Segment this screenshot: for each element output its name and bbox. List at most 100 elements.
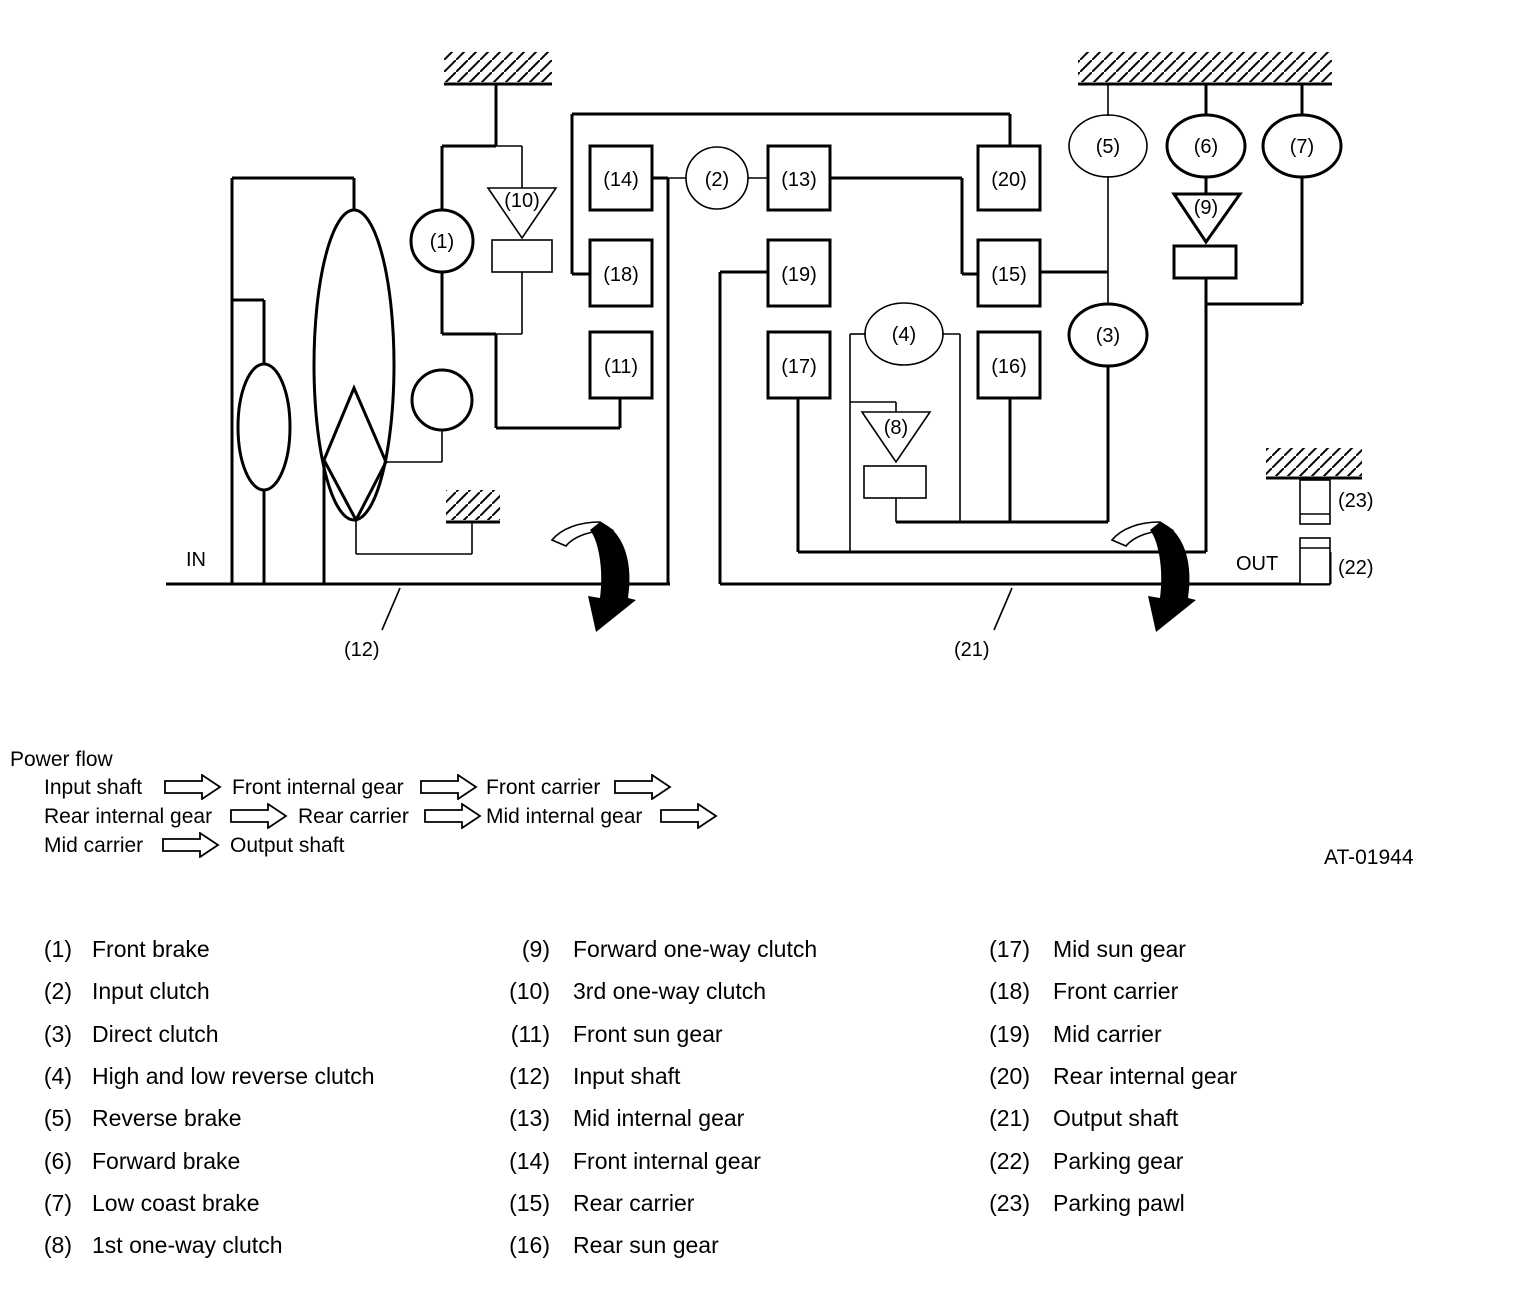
- torque-converter: [312, 208, 396, 522]
- legend-number: (21): [989, 1105, 1030, 1132]
- flow-arrow-icon: [230, 803, 288, 829]
- legend-number: (12): [509, 1062, 550, 1089]
- legend-name: 3rd one-way clutch: [573, 978, 767, 1005]
- flow-arrow-icon: [420, 774, 478, 800]
- label-17: (17): [781, 356, 817, 378]
- legend-number: (11): [510, 1020, 550, 1047]
- label-2: (2): [705, 169, 729, 191]
- legend-name: Direct clutch: [92, 1020, 219, 1047]
- flow-arrow-icon: [424, 803, 482, 829]
- in-label: IN: [186, 549, 206, 571]
- forward-one-way-clutch-block: [1172, 244, 1238, 280]
- label-11: (11): [604, 356, 638, 378]
- legend-number: (4): [43, 1062, 72, 1089]
- legend-number: (13): [509, 1105, 550, 1132]
- flow-step: Rear carrier: [298, 805, 409, 828]
- legend-number: (17): [989, 936, 1030, 962]
- legend-number: (9): [521, 936, 550, 962]
- label-14: (14): [603, 169, 639, 191]
- first-one-way-clutch-triangle: [860, 411, 932, 464]
- label-9: (9): [1194, 197, 1218, 219]
- parking-pawl: [1299, 479, 1331, 525]
- label-15: (15): [991, 264, 1027, 286]
- transmission-schematic: (1) (10) (14) (18) (11) (2) (13) (19) (1…: [166, 52, 1374, 661]
- flow-arrow-icon: [162, 832, 220, 858]
- legend-name: Rear carrier: [573, 1189, 695, 1216]
- rotation-arrow-input: [550, 521, 636, 632]
- label-21: (21): [954, 639, 990, 661]
- out-label: OUT: [1236, 553, 1278, 575]
- legend-number: (22): [989, 1147, 1030, 1174]
- parking-gear: [1299, 537, 1331, 585]
- mid-internal-gear: [766, 144, 832, 212]
- label-10: (10): [504, 190, 540, 212]
- label-22: (22): [1338, 557, 1374, 579]
- legend-number: (1): [43, 936, 72, 962]
- front-brake: [409, 208, 475, 274]
- front-internal-gear: [588, 144, 654, 212]
- first-one-way-clutch-block: [863, 465, 927, 499]
- legend-number: (2): [43, 978, 72, 1005]
- label-7: (7): [1290, 136, 1314, 158]
- label-12: (12): [344, 639, 380, 661]
- label-4: (4): [892, 324, 916, 346]
- flow-step: Front internal gear: [232, 776, 404, 799]
- ground-top-left: [444, 52, 552, 86]
- legend-name: Front carrier: [1053, 978, 1179, 1005]
- input-clutch: [685, 146, 749, 210]
- flow-step: Input shaft: [44, 776, 143, 799]
- mid-carrier: [766, 238, 832, 308]
- rear-carrier: [976, 238, 1042, 308]
- high-low-reverse-clutch: [864, 302, 944, 366]
- legend-name: Reverse brake: [92, 1105, 242, 1132]
- low-coast-brake: [1261, 113, 1343, 179]
- legend-number: (10): [509, 978, 550, 1005]
- front-gearset-links: [570, 112, 1012, 584]
- third-one-way-clutch-block: [491, 239, 553, 273]
- power-flow-title: Power flow: [10, 748, 113, 771]
- rotation-arrow-output: [1110, 521, 1196, 632]
- legend-number: (7): [43, 1189, 72, 1216]
- flow-step: Output shaft: [230, 834, 345, 857]
- torque-converter-stator: [322, 384, 388, 524]
- legend-name: Front brake: [92, 936, 210, 962]
- legend-name: Rear internal gear: [1053, 1062, 1238, 1089]
- reverse-brake: [1068, 114, 1148, 178]
- label-16: (16): [991, 356, 1027, 378]
- legend-number: (5): [43, 1105, 72, 1132]
- legend-name: Output shaft: [1053, 1105, 1179, 1132]
- legend-name: Mid sun gear: [1053, 936, 1186, 962]
- flow-step: Front carrier: [486, 776, 601, 799]
- front-sun-gear: [588, 330, 654, 400]
- label-18: (18): [603, 264, 639, 286]
- direct-clutch: [1067, 302, 1149, 368]
- label-19: (19): [781, 264, 817, 286]
- forward-one-way-clutch-triangle: [1171, 192, 1243, 245]
- flow-arrow-icon: [660, 803, 718, 829]
- mid-sun-gear: [766, 330, 832, 400]
- legend-name: Input shaft: [573, 1062, 681, 1089]
- legend-name: Forward one-way clutch: [573, 936, 818, 962]
- flow-step: Mid carrier: [44, 834, 144, 857]
- legend-name: Low coast brake: [92, 1189, 260, 1216]
- label-8: (8): [884, 417, 908, 439]
- legend-number: (8): [43, 1232, 72, 1259]
- legend-number: (23): [989, 1189, 1030, 1216]
- label-23: (23): [1338, 490, 1374, 512]
- forward-brake: [1165, 113, 1247, 179]
- legend-name: Input clutch: [92, 978, 210, 1005]
- legend-name: Front internal gear: [573, 1147, 761, 1174]
- label-13: (13): [781, 169, 817, 191]
- ground-top-right: [1078, 52, 1332, 86]
- legend-number: (3): [43, 1020, 72, 1047]
- legend-number: (16): [509, 1232, 550, 1259]
- lockup-clutch: [236, 362, 292, 492]
- legend-name: Front sun gear: [573, 1020, 723, 1047]
- legend-number: (20): [989, 1062, 1030, 1089]
- flow-arrow-icon: [164, 774, 222, 800]
- label-3: (3): [1096, 325, 1120, 347]
- front-carrier: [588, 238, 654, 308]
- legend-name: Rear sun gear: [573, 1232, 719, 1259]
- legend-name: 1st one-way clutch: [92, 1232, 283, 1259]
- legend-number: (6): [43, 1147, 72, 1174]
